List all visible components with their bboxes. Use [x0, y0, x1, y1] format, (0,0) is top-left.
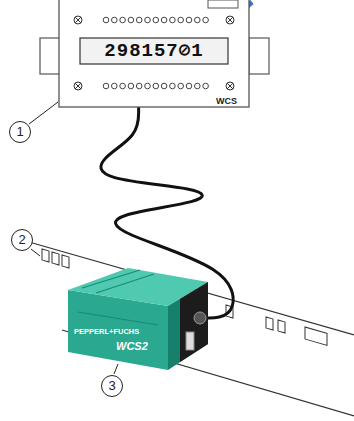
din-clip: [249, 38, 269, 74]
terminal: [203, 17, 209, 23]
terminal: [112, 83, 118, 89]
clamp: [180, 282, 208, 362]
screw: [74, 82, 82, 90]
rail-hole: [52, 252, 59, 265]
terminal: [170, 83, 176, 89]
rail-hole: [278, 320, 285, 333]
screw-head: [226, 16, 234, 24]
screw-head: [74, 16, 82, 24]
rail-hole: [266, 317, 273, 330]
screw-cross: [227, 17, 233, 23]
terminal: [145, 17, 151, 23]
terminal: [186, 17, 192, 23]
terminal: [203, 83, 209, 89]
terminal: [128, 17, 134, 23]
screw-head: [74, 82, 82, 90]
sensor-head: PEPPERL+FUCHS WCS2: [68, 262, 208, 370]
terminal: [120, 17, 126, 23]
screw: [226, 82, 234, 90]
terminal: [195, 17, 201, 23]
terminal: [178, 83, 184, 89]
leader-line: [29, 102, 58, 124]
sensor-head-outline: [68, 262, 208, 370]
display-window: [80, 38, 228, 64]
terminal: [136, 83, 142, 89]
display-reading: 298157⊘1: [80, 38, 228, 64]
housing: [59, 0, 249, 107]
leader-line: [114, 364, 118, 374]
terminal: [161, 17, 167, 23]
terminal: [178, 17, 184, 23]
clamp-window: [186, 332, 194, 350]
terminal: [145, 83, 151, 89]
terminal: [186, 83, 192, 89]
terminal: [136, 17, 142, 23]
callout-number: 2: [11, 229, 33, 251]
terminal: [103, 83, 109, 89]
terminal: [103, 17, 109, 23]
groove: [78, 270, 158, 325]
rail-hole: [62, 255, 69, 268]
model-label: WCS: [216, 95, 246, 107]
terminal: [153, 83, 159, 89]
callout-number: 1: [9, 121, 31, 143]
terminal: [120, 83, 126, 89]
din-clip: [40, 38, 60, 74]
terminal: [128, 83, 134, 89]
terminal: [153, 17, 159, 23]
terminal: [170, 17, 176, 23]
cable-connector: [194, 312, 206, 324]
model-label: WCS2: [116, 339, 164, 354]
terminal: [112, 17, 118, 23]
leader-line: [31, 249, 40, 256]
terminal: [195, 83, 201, 89]
display-unit: 298157⊘1WCS: [58, 0, 250, 108]
terminal: [161, 83, 167, 89]
rail-hole: [42, 249, 49, 262]
screw: [74, 16, 82, 24]
screw-head: [226, 82, 234, 90]
side-face: [168, 282, 208, 370]
rail-hole: [305, 327, 327, 345]
callout-number: 3: [101, 375, 123, 397]
housing-notch: [208, 0, 238, 8]
brand-label: PEPPERL+FUCHS: [74, 326, 162, 337]
rail: [15, 238, 354, 421]
screw-cross: [75, 83, 81, 89]
screw: [226, 16, 234, 24]
rail-face: [15, 238, 354, 421]
screw-cross: [75, 17, 81, 23]
screw-cross: [227, 83, 233, 89]
